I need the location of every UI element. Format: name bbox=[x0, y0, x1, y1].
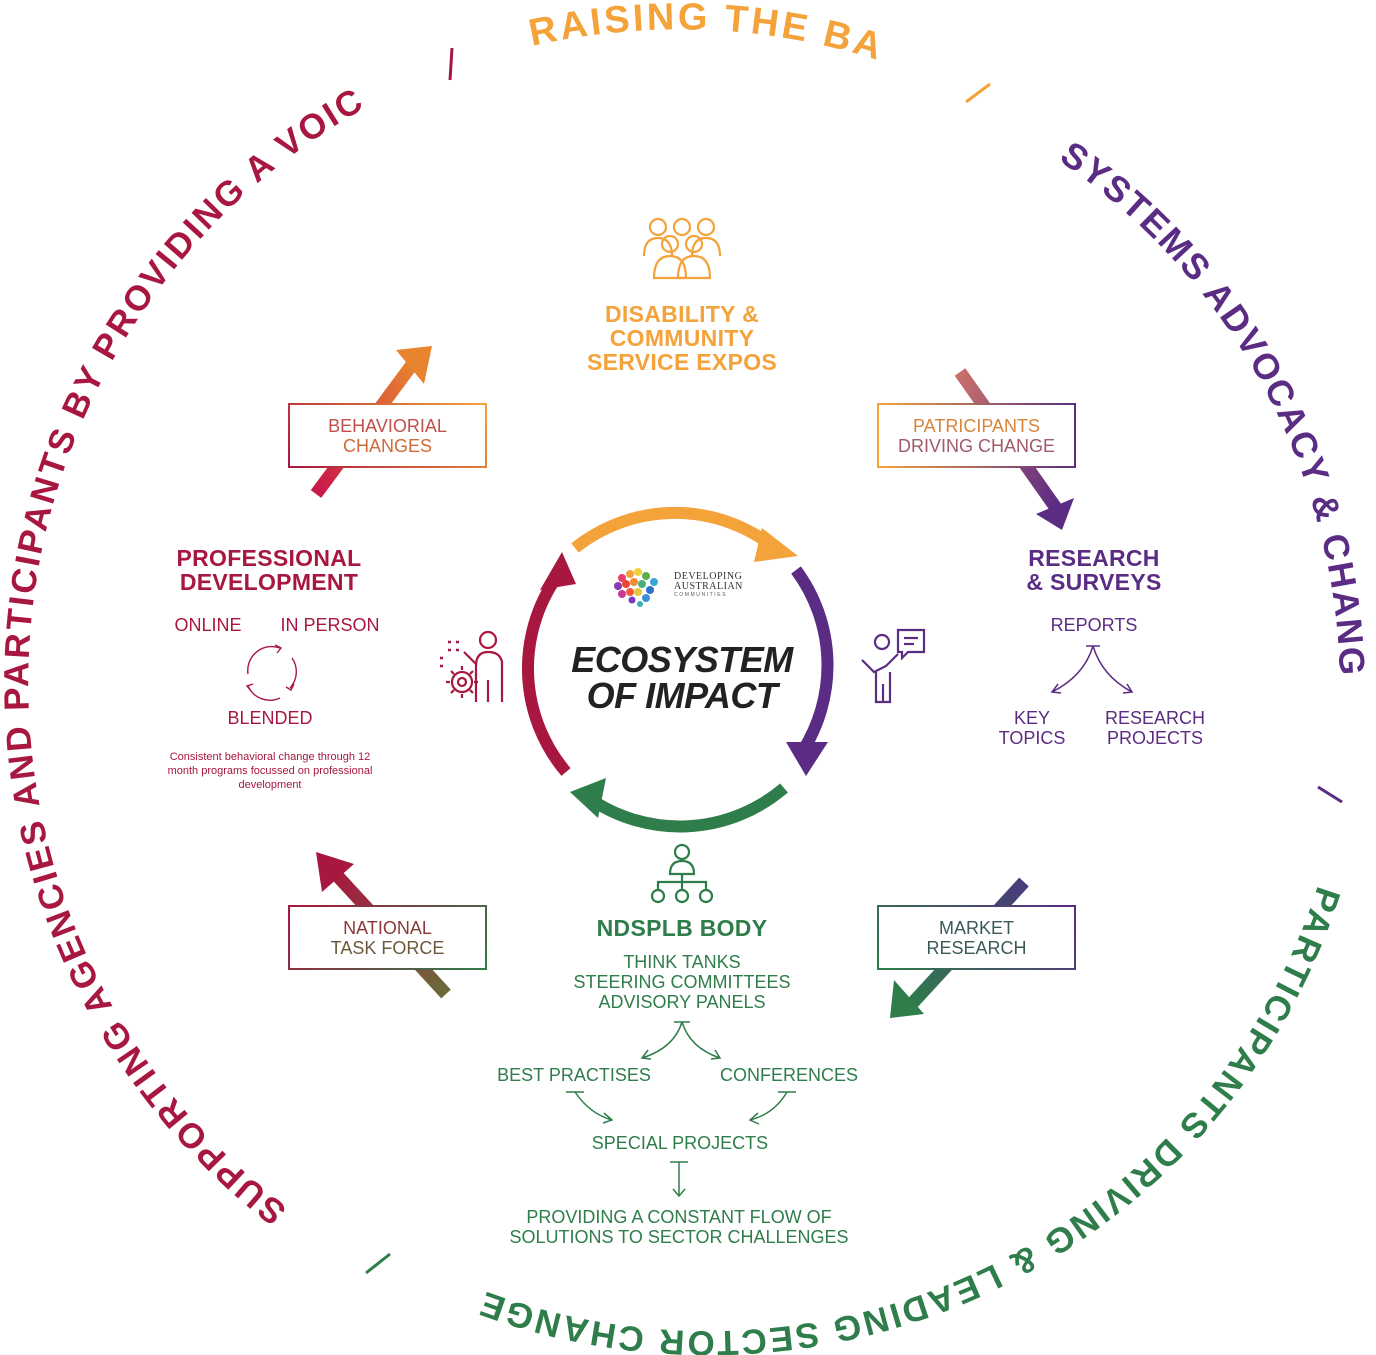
professional-note: Consistent behavioral change through 12 … bbox=[130, 750, 410, 792]
expos-line1: DISABILITY & bbox=[605, 301, 759, 327]
behavioral-changes-box: BEHAVIORIAL CHANGES bbox=[288, 403, 487, 468]
arrowhead-green bbox=[570, 778, 606, 818]
behavioral-line2: CHANGES bbox=[342, 435, 432, 456]
cycle-arc-orange bbox=[571, 506, 779, 553]
expos-title: DISABILITY & COMMUNITY SERVICE EXPOS bbox=[560, 302, 804, 374]
person-gear-icon bbox=[440, 630, 504, 702]
ring-divider bbox=[448, 47, 454, 81]
ring-divider bbox=[1317, 785, 1343, 804]
market-line2: RESEARCH bbox=[926, 937, 1027, 958]
ring-divider bbox=[965, 82, 991, 104]
research-title-line1: RESEARCH bbox=[1028, 545, 1160, 571]
research-title: RESEARCH & SURVEYS bbox=[996, 546, 1192, 594]
arrowhead-participants bbox=[1036, 498, 1074, 530]
center-title-line1: ECOSYSTEM bbox=[571, 639, 793, 680]
taskforce-line2: TASK FORCE bbox=[330, 937, 445, 958]
projects-line2: PROJECTS bbox=[1106, 728, 1203, 748]
research-title-line2: & SURVEYS bbox=[1026, 569, 1162, 595]
best-practises: BEST PRACTISES bbox=[497, 1065, 651, 1085]
note-line3: development bbox=[238, 779, 302, 791]
ndsplb-title: NDSPLB BODY bbox=[596, 915, 768, 941]
note-line1: Consistent behavioral change through 12 bbox=[169, 751, 371, 763]
participants-line2: DRIVING CHANGE bbox=[897, 435, 1056, 456]
research-key-topics: KEY TOPICS bbox=[982, 708, 1082, 748]
arrowhead-orange bbox=[754, 528, 798, 562]
expos-line2: COMMUNITY bbox=[609, 325, 755, 351]
ndsplb-item-steering: STEERING COMMITTEES bbox=[573, 972, 791, 992]
logo-line1: DEVELOPING bbox=[674, 571, 743, 582]
research-reports: REPORTS bbox=[1050, 615, 1138, 635]
ndsplb-branch-arrows bbox=[566, 1021, 796, 1198]
cycle-arc-crimson bbox=[521, 574, 571, 776]
logo-line2: AUSTRALIAN bbox=[674, 581, 743, 592]
center-title: ECOSYSTEM OF IMPACT bbox=[552, 642, 812, 714]
ndsplb-result: PROVIDING A CONSTANT FLOW OF SOLUTIONS T… bbox=[468, 1207, 890, 1247]
ndsplb-item-advisory: ADVISORY PANELS bbox=[598, 992, 766, 1012]
presenter-speech-bubble-icon bbox=[861, 628, 926, 704]
logo-line3: COMMUNITIES bbox=[674, 592, 728, 598]
expos-line3: SERVICE EXPOS bbox=[586, 349, 778, 375]
arrowhead-behavioral bbox=[396, 346, 432, 384]
mode-blended: BLENDED bbox=[227, 708, 313, 728]
market-research-box: MARKET RESEARCH bbox=[877, 905, 1076, 970]
professional-title-line1: PROFESSIONAL bbox=[176, 545, 362, 571]
arrowhead-taskforce bbox=[316, 852, 354, 892]
cycle-ring bbox=[521, 506, 834, 833]
logo-mark bbox=[614, 568, 658, 607]
conferences: CONFERENCES bbox=[719, 1065, 858, 1085]
taskforce-line1: NATIONAL bbox=[343, 917, 432, 938]
mode-in-person: IN PERSON bbox=[280, 615, 380, 635]
ring-label-top: RAISING THE BAR bbox=[0, 0, 889, 69]
note-line2: month programs focussed on professional bbox=[167, 765, 373, 777]
key-topics-line1: KEY bbox=[1013, 708, 1051, 728]
participants-driving-box: PATRICIPANTS DRIVING CHANGE bbox=[877, 403, 1076, 468]
cycle-arc-green bbox=[582, 783, 788, 833]
group-of-people-icon bbox=[642, 217, 722, 280]
mode-online: ONLINE bbox=[174, 615, 242, 635]
arrowhead-purple bbox=[786, 742, 828, 776]
ndsplb-items: THINK TANKS STEERING COMMITTEES ADVISORY… bbox=[540, 952, 824, 1012]
logo-text: DEVELOPING AUSTRALIAN COMMUNITIES bbox=[674, 571, 764, 599]
ndsplb-item-think-tanks: THINK TANKS bbox=[623, 952, 741, 972]
result-line2: SOLUTIONS TO SECTOR CHALLENGES bbox=[509, 1227, 849, 1247]
cycle-arc-purple bbox=[791, 566, 834, 756]
cycle-arrowheads bbox=[540, 528, 828, 818]
participants-line1: PATRICIPANTS bbox=[912, 415, 1040, 436]
result-line1: PROVIDING A CONSTANT FLOW OF bbox=[526, 1207, 832, 1227]
special-projects: SPECIAL PROJECTS bbox=[591, 1133, 769, 1153]
research-branch-arrows bbox=[1050, 645, 1134, 694]
projects-line1: RESEARCH bbox=[1104, 708, 1206, 728]
center-title-line2: OF IMPACT bbox=[586, 675, 778, 716]
key-topics-line2: TOPICS bbox=[998, 728, 1066, 748]
national-task-force-box: NATIONAL TASK FORCE bbox=[288, 905, 487, 970]
org-chart-icon bbox=[650, 843, 714, 904]
research-projects: RESEARCH PROJECTS bbox=[1090, 708, 1220, 748]
professional-title: PROFESSIONAL DEVELOPMENT bbox=[150, 546, 388, 594]
cycle-arrows-icon bbox=[245, 644, 297, 701]
behavioral-line1: BEHAVIORIAL bbox=[328, 415, 447, 436]
arrowhead-market bbox=[890, 980, 924, 1018]
market-line1: MARKET bbox=[938, 917, 1014, 938]
professional-title-line2: DEVELOPMENT bbox=[179, 569, 359, 595]
ring-divider bbox=[365, 1252, 391, 1275]
arrowhead-crimson bbox=[540, 552, 576, 590]
